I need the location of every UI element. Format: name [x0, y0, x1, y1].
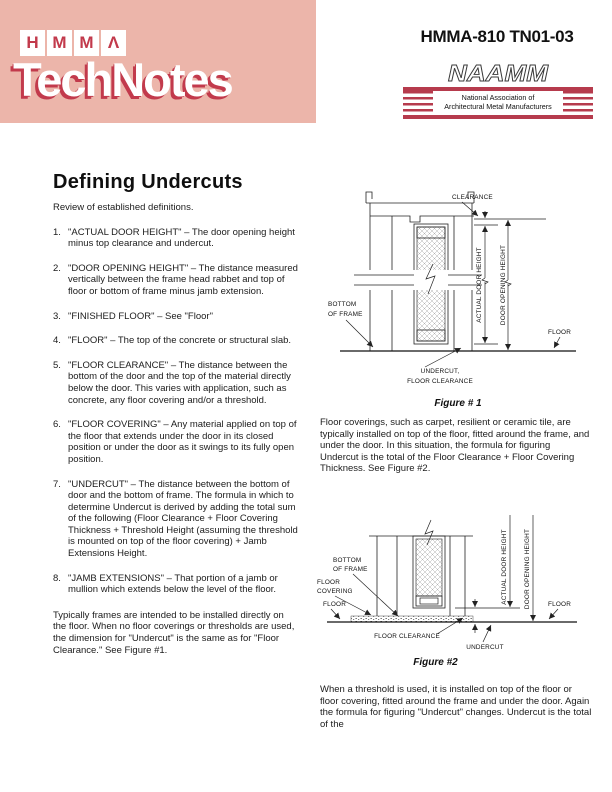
definition-item: 7. "UNDERCUT" – The distance between the… — [53, 479, 298, 560]
bottom-of-frame-label: OF FRAME — [328, 311, 363, 318]
dimension-lines: ACTUAL DOOR HEIGHT DOOR OPENING HEIGHT — [455, 515, 536, 633]
clearance-label: CLEARANCE — [452, 194, 493, 201]
definition-text: "FLOOR CLEARANCE" – The distance between… — [68, 359, 291, 406]
definition-number: 8. — [53, 572, 61, 584]
definition-text: "UNDERCUT" – The distance between the bo… — [68, 478, 298, 560]
naamm-logo: NAAMM National Association of Architectu… — [403, 60, 593, 119]
naamm-stripes-right — [563, 91, 593, 115]
definition-item: 6. "FLOOR COVERING" – Any material appli… — [53, 419, 298, 465]
undercut-label: UNDERCUT — [466, 644, 503, 651]
bottom-of-frame-label: OF FRAME — [333, 566, 368, 573]
definition-item: 8. "JAMB EXTENSIONS" – That portion of a… — [53, 573, 298, 596]
definition-text: "ACTUAL DOOR HEIGHT" – The door opening … — [68, 226, 295, 250]
hmma-letter-box: Λ — [101, 30, 126, 56]
definition-item: 3. "FINISHED FLOOR" – See "Floor" — [53, 311, 298, 323]
masthead-background — [0, 0, 316, 123]
naamm-line1: National Association of — [461, 93, 535, 102]
hmma-letter-box: H — [20, 30, 45, 56]
hmma-letter: M — [79, 33, 94, 52]
floor-label-right: FLOOR — [548, 601, 571, 608]
floor-label-left: FLOOR — [323, 601, 346, 608]
definition-item: 4. "FLOOR" – The top of the concrete or … — [53, 335, 298, 347]
definition-item: 5. "FLOOR CLEARANCE" – The distance betw… — [53, 360, 298, 406]
definition-text: "JAMB EXTENSIONS" – That portion of a ja… — [68, 572, 278, 596]
definition-item: 1. "ACTUAL DOOR HEIGHT" – The door openi… — [53, 227, 298, 250]
figure2-paragraph: When a threshold is used, it is installe… — [320, 684, 592, 730]
left-closing-paragraph: Typically frames are intended to be inst… — [53, 609, 295, 656]
figure1-caption: Figure # 1 — [434, 398, 482, 409]
floor-covering-label: FLOOR — [317, 579, 340, 586]
definition-number: 7. — [53, 478, 61, 490]
definition-number: 6. — [53, 419, 61, 431]
floor-label: FLOOR — [548, 329, 571, 336]
hmma-letter-box: M — [74, 30, 99, 56]
intro-text: Review of established definitions. — [53, 202, 194, 213]
definition-item: 2. "DOOR OPENING HEIGHT" – The distance … — [53, 263, 298, 298]
doc-number: HMMA-810 TN01-03 — [420, 27, 574, 46]
definition-number: 1. — [53, 226, 61, 238]
door-section — [412, 519, 446, 609]
definition-text: "FLOOR COVERING" – Any material applied … — [68, 419, 297, 465]
naamm-band: National Association of Architectural Me… — [403, 87, 593, 119]
left-column: Review of established definitions. 1. "A… — [53, 202, 298, 656]
hmma-letter-box: M — [47, 30, 72, 56]
bottom-of-frame-label: BOTTOM — [333, 557, 361, 564]
actual-door-height-label: ACTUAL DOOR HEIGHT — [501, 529, 508, 604]
hmma-letter: H — [26, 33, 39, 52]
actual-door-height-label: ACTUAL DOOR HEIGHT — [476, 247, 483, 322]
naamm-acronym: NAAMM — [448, 60, 549, 86]
undercut-label: UNDERCUT, — [421, 368, 460, 375]
door-opening-height-label: DOOR OPENING HEIGHT — [524, 529, 531, 609]
figure2-caption: Figure #2 — [413, 657, 458, 668]
figure1-diagram: ACTUAL DOOR HEIGHT DOOR OPENING HEIGHT C… — [328, 191, 576, 385]
dimension-lines: ACTUAL DOOR HEIGHT DOOR OPENING HEIGHT — [474, 211, 546, 350]
hmma-logo: H M M Λ — [20, 30, 126, 56]
door-opening-height-label: DOOR OPENING HEIGHT — [500, 245, 507, 325]
break-symbol — [354, 263, 484, 295]
figure1-callouts: CLEARANCE BOTTOM OF FRAME FLOOR UNDERCUT… — [328, 194, 571, 385]
definition-text: "FINISHED FLOOR" – See "Floor" — [68, 310, 213, 322]
bottom-of-frame-label: BOTTOM — [328, 301, 356, 308]
naamm-line2: Architectural Metal Manufacturers — [444, 101, 552, 111]
definition-number: 4. — [53, 335, 61, 347]
break-symbol — [424, 519, 434, 546]
hmma-letter: Λ — [107, 33, 120, 52]
definition-text: "DOOR OPENING HEIGHT" – The distance mea… — [68, 262, 298, 297]
figure2-callouts: BOTTOM OF FRAME FLOOR COVERING FLOOR FLO… — [317, 557, 571, 651]
naamm-association-text: National Association of Architectural Me… — [433, 91, 563, 115]
page-title: Defining Undercuts — [53, 171, 243, 194]
technotes-wordmark: TechNotes — [13, 53, 234, 106]
definition-text: "FLOOR" – The top of the concrete or str… — [68, 335, 292, 347]
floor-covering-strip — [350, 615, 474, 623]
floor-covering-label: COVERING — [317, 588, 353, 595]
definition-number: 2. — [53, 262, 61, 274]
definition-number: 3. — [53, 310, 61, 322]
definition-number: 5. — [53, 359, 61, 371]
figure1-paragraph: Floor coverings, such as carpet, resilie… — [320, 417, 590, 475]
undercut-label: FLOOR CLEARANCE — [407, 378, 473, 385]
figure2-diagram: ACTUAL DOOR HEIGHT DOOR OPENING HEIGHT B… — [317, 515, 577, 651]
naamm-acronym-art: NAAMM — [448, 60, 550, 86]
floor-clearance-label: FLOOR CLEARANCE — [374, 633, 440, 640]
hmma-letter: M — [52, 33, 67, 52]
naamm-stripes-left — [403, 91, 433, 115]
